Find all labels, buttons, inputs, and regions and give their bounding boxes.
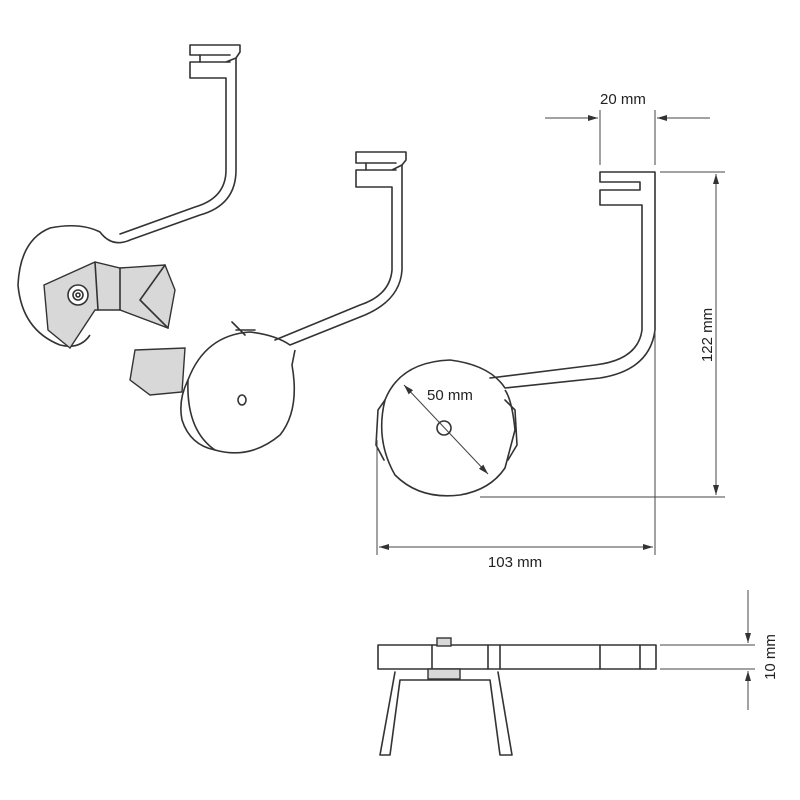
screw-icon xyxy=(67,284,89,306)
dim-height-label: 122 mm xyxy=(699,308,716,362)
dim-disc-diameter-label: 50 mm xyxy=(427,387,473,404)
dim-hook-width-label: 20 mm xyxy=(600,91,646,108)
center-hole-icon xyxy=(237,394,247,406)
top-view xyxy=(377,590,755,756)
side-view xyxy=(375,110,725,555)
dim-total-width-label: 103 mm xyxy=(488,554,542,571)
dim-thickness-label: 10 mm xyxy=(762,634,779,680)
perspective-view-left xyxy=(17,44,241,350)
perspective-view-right xyxy=(129,151,407,454)
